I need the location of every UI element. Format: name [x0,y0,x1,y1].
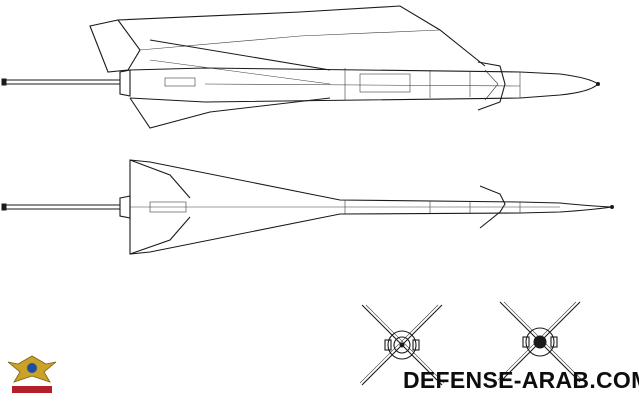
missile-side-view [1,5,600,129]
missile-rear-view [497,301,583,383]
missile-front-view [359,304,445,386]
forum-emblem-logo [4,352,60,398]
site-watermark-text: DEFENSE-ARAB.COM [403,367,639,393]
missile-top-view [1,159,614,255]
